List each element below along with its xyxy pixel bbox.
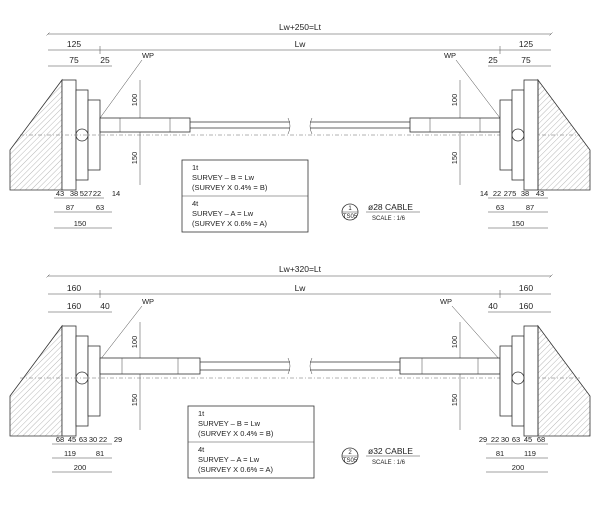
dim-100-left: 100 [130, 336, 139, 349]
drawing-cable-32: Lw+320=Lt 160 Lw 160 160 40 40 160 WP WP [9, 264, 591, 479]
svg-text:TS05: TS05 [343, 214, 358, 220]
sub-dim-b-right: 40 [488, 301, 498, 311]
left-mid-87: 87 [66, 203, 74, 212]
sub-dim-a-right: 75 [521, 55, 531, 65]
sub-dim-b-left: 40 [100, 301, 110, 311]
drawing-cable-28: Lw+250=Lt 125 Lw 125 75 25 25 75 WP WP [9, 22, 591, 233]
left-mid-119: 119 [64, 449, 76, 458]
lw-label: Lw [295, 283, 307, 293]
svg-text:4t: 4t [192, 199, 199, 208]
svg-text:(SURVEY X 0.4% = B): (SURVEY X 0.4% = B) [198, 429, 274, 438]
svg-text:43: 43 [536, 189, 544, 198]
svg-text:14: 14 [112, 189, 120, 198]
svg-text:TS05: TS05 [343, 458, 358, 464]
end-dim-right: 125 [519, 39, 533, 49]
right-anchor-block [537, 324, 591, 437]
left-bottom-row: 43 38 527 22 14 [56, 189, 120, 198]
svg-text:22: 22 [99, 435, 107, 444]
right-mid-63: 63 [496, 203, 504, 212]
svg-text:45: 45 [68, 435, 76, 444]
end-dim-right: 160 [519, 283, 533, 293]
dim-100-right: 100 [450, 94, 459, 107]
right-threaded-rod [409, 117, 501, 133]
detail-callout-1: 1 TS05 ø28 CABLE SCALE : 1/6 [341, 202, 420, 222]
svg-text:SURVEY – A = Lw: SURVEY – A = Lw [198, 455, 260, 464]
svg-text:29: 29 [114, 435, 122, 444]
svg-text:SURVEY – B = Lw: SURVEY – B = Lw [192, 173, 255, 182]
svg-text:29: 29 [479, 435, 487, 444]
wp-label-right: WP [440, 297, 452, 306]
sub-dim-a-left: 75 [69, 55, 79, 65]
svg-text:22: 22 [493, 189, 501, 198]
right-mid-81: 81 [496, 449, 504, 458]
right-anchor-block [537, 78, 591, 191]
left-bottom-row: 68 45 63 30 22 29 [56, 435, 122, 444]
left-anchor-block [9, 324, 63, 437]
svg-text:38: 38 [70, 189, 78, 198]
sub-dim-b-right: 25 [488, 55, 498, 65]
svg-text:1: 1 [348, 206, 352, 212]
left-threaded-rod [99, 357, 201, 375]
svg-text:63: 63 [512, 435, 520, 444]
right-bottom-row: 14 22 275 38 43 [480, 189, 544, 198]
svg-text:22: 22 [93, 189, 101, 198]
svg-text:527: 527 [80, 189, 93, 198]
end-dim-left: 125 [67, 39, 81, 49]
svg-text:68: 68 [537, 435, 545, 444]
svg-text:1t: 1t [198, 409, 205, 418]
dim-150-right: 150 [450, 394, 459, 407]
dim-150-right: 150 [450, 152, 459, 165]
wp-label-left: WP [142, 297, 154, 306]
right-mid-87: 87 [526, 203, 534, 212]
svg-text:22: 22 [491, 435, 499, 444]
svg-text:2: 2 [348, 450, 352, 456]
sub-dim-b-left: 25 [100, 55, 110, 65]
svg-text:63: 63 [79, 435, 87, 444]
scale-label: SCALE : 1/6 [372, 216, 406, 222]
cable-size-label: ø28 CABLE [368, 202, 413, 212]
wp-label-right: WP [444, 51, 456, 60]
svg-text:4t: 4t [198, 445, 205, 454]
right-total: 150 [512, 219, 525, 228]
dim-150-left: 150 [130, 152, 139, 165]
svg-text:(SURVEY X 0.6% = A): (SURVEY X 0.6% = A) [198, 465, 273, 474]
left-total: 150 [74, 219, 87, 228]
overall-length-label: Lw+250=Lt [279, 22, 322, 32]
left-total: 200 [74, 463, 87, 472]
left-mid-81: 81 [96, 449, 104, 458]
lw-label: Lw [295, 39, 307, 49]
right-bottom-row: 29 22 30 63 45 68 [479, 435, 545, 444]
sub-dim-a-right: 160 [519, 301, 533, 311]
end-dim-left: 160 [67, 283, 81, 293]
svg-text:38: 38 [521, 189, 529, 198]
svg-text:SURVEY – A = Lw: SURVEY – A = Lw [192, 209, 254, 218]
right-total: 200 [512, 463, 525, 472]
svg-text:SURVEY – B = Lw: SURVEY – B = Lw [198, 419, 261, 428]
svg-text:43: 43 [56, 189, 64, 198]
svg-text:30: 30 [89, 435, 97, 444]
dim-100-left: 100 [130, 94, 139, 107]
svg-text:(SURVEY X 0.4% = B): (SURVEY X 0.4% = B) [192, 183, 268, 192]
cable-size-label: ø32 CABLE [368, 446, 413, 456]
dim-100-right: 100 [450, 336, 459, 349]
left-mid-63: 63 [96, 203, 104, 212]
detail-callout-2: 2 TS05 ø32 CABLE SCALE : 1/6 [341, 446, 420, 466]
svg-text:275: 275 [504, 189, 517, 198]
overall-length-label: Lw+320=Lt [279, 264, 322, 274]
svg-text:14: 14 [480, 189, 488, 198]
sub-dim-a-left: 160 [67, 301, 81, 311]
left-threaded-rod [99, 117, 191, 133]
dim-150-left: 150 [130, 394, 139, 407]
right-threaded-rod [399, 357, 501, 375]
svg-text:45: 45 [524, 435, 532, 444]
wp-label-left: WP [142, 51, 154, 60]
svg-text:1t: 1t [192, 163, 199, 172]
svg-text:68: 68 [56, 435, 64, 444]
svg-text:(SURVEY X 0.6% = A): (SURVEY X 0.6% = A) [192, 219, 267, 228]
scale-label: SCALE : 1/6 [372, 460, 406, 466]
right-mid-119: 119 [524, 449, 536, 458]
svg-text:30: 30 [501, 435, 509, 444]
